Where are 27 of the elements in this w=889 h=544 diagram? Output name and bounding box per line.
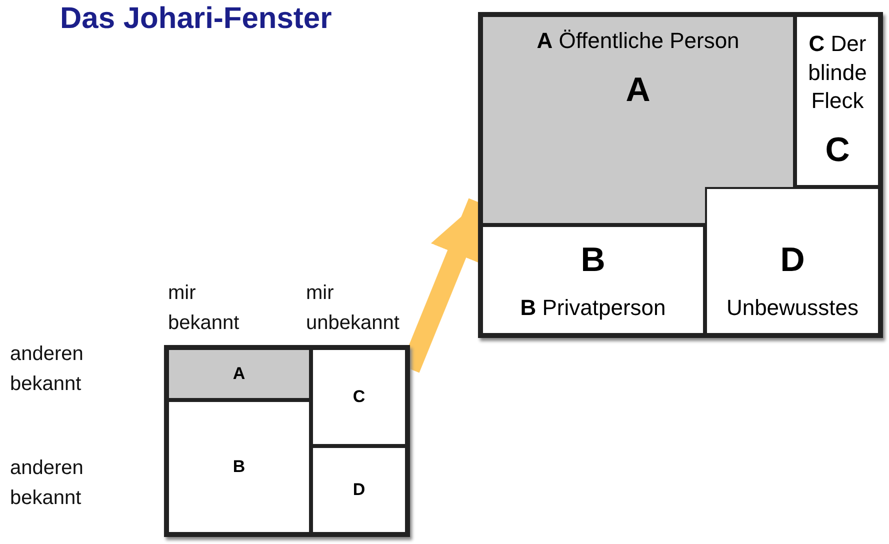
quadrant-letter: A xyxy=(626,70,650,111)
axis-label: mir bekannt xyxy=(168,281,240,336)
window-frame xyxy=(164,345,410,537)
axis-label: mir unbekannt xyxy=(306,281,400,336)
quadrant-letter: C xyxy=(825,130,850,171)
quadrant-letter: B xyxy=(580,240,606,282)
quadrant-letter: C xyxy=(352,386,366,408)
quadrant-letter: D xyxy=(352,478,366,501)
quadrant-cell xyxy=(311,446,407,534)
quadrant-cell xyxy=(481,225,705,335)
window-frame xyxy=(478,12,883,338)
cell-label: C Der blinde Fleck xyxy=(807,30,868,116)
quadrant-letter: B xyxy=(232,456,246,478)
axis-label: anderen bekannt xyxy=(10,342,84,397)
cell-label: Unbewusstes xyxy=(726,294,859,322)
title: Das Johari-Fenster xyxy=(60,2,332,36)
quadrant-cell xyxy=(705,187,880,335)
quadrant-letter: D xyxy=(780,240,805,282)
cell-label: B Privatperson xyxy=(520,294,666,322)
quadrant-cell xyxy=(481,15,795,225)
quadrant-cell xyxy=(167,400,311,534)
axis-label: anderen bekannt xyxy=(10,456,84,511)
quadrant-cell xyxy=(795,15,880,187)
quadrant-letter: A xyxy=(232,362,246,385)
quadrant-cell xyxy=(311,348,407,446)
cell-label: A Öffentliche Person xyxy=(536,27,740,55)
quadrant-cell xyxy=(167,348,311,400)
